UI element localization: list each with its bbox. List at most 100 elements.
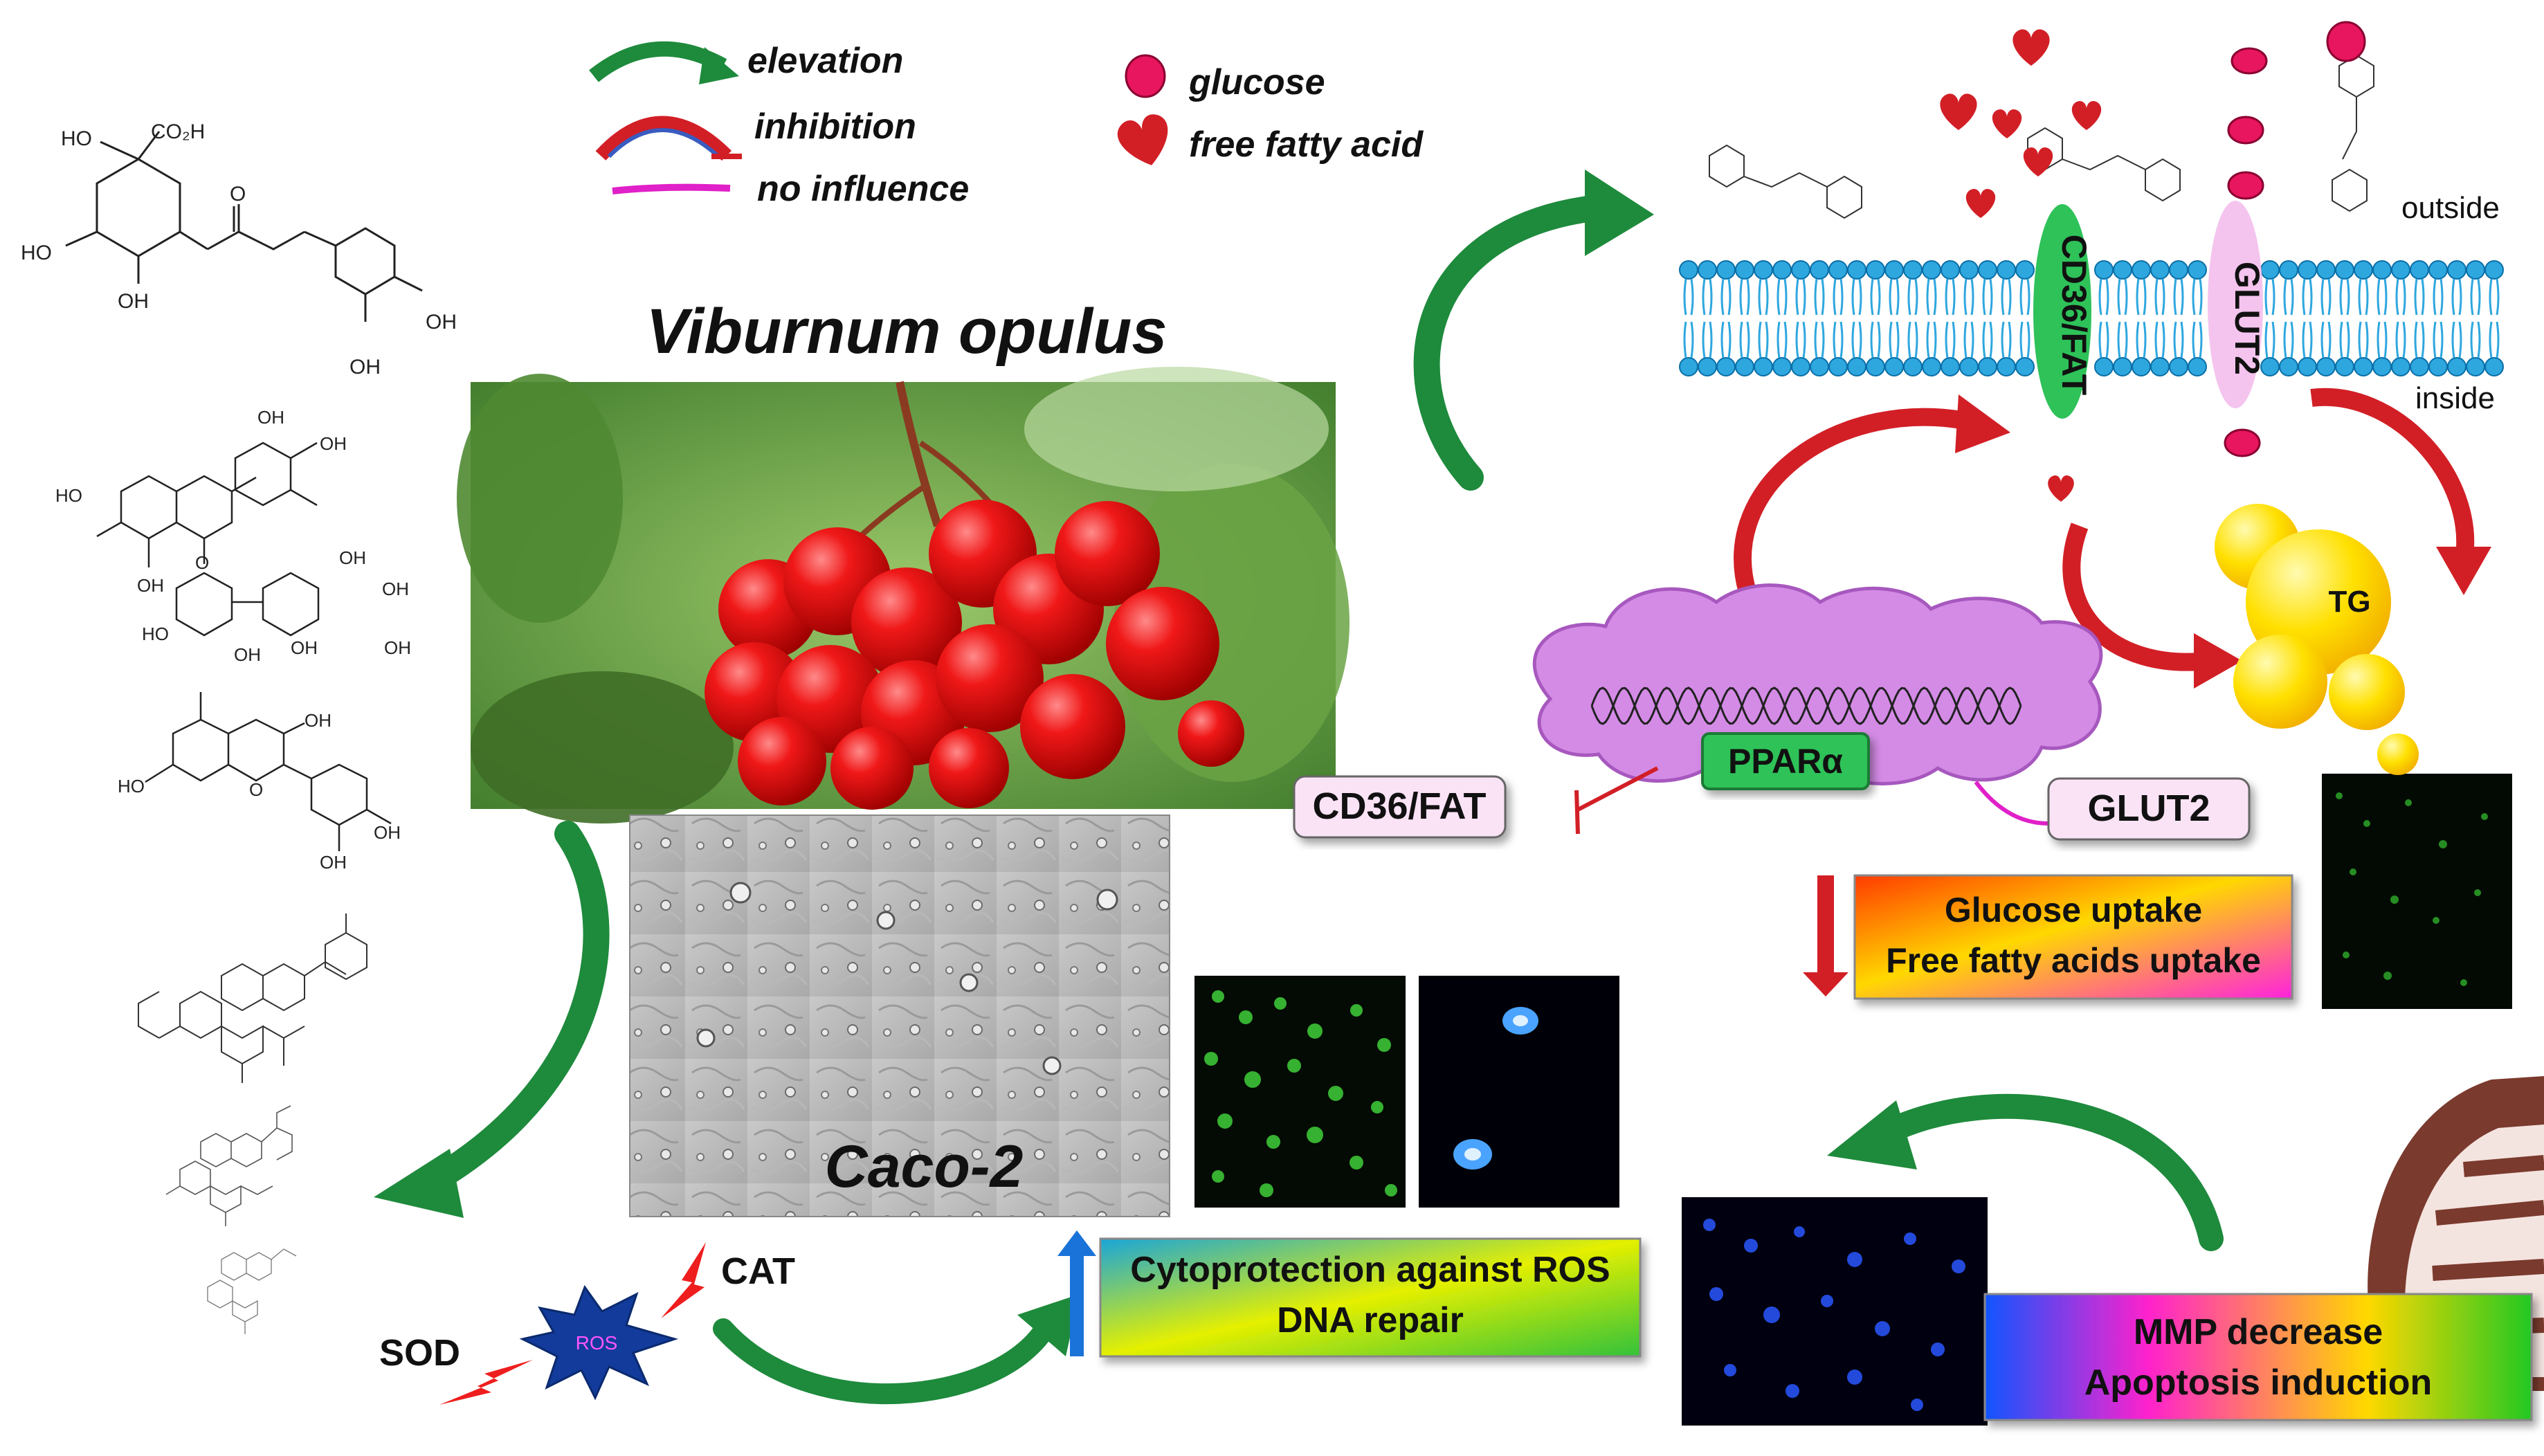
lipid-head <box>2410 260 2429 280</box>
lipid-tail <box>2470 321 2481 358</box>
lightning-cat-icon <box>661 1242 706 1318</box>
lipid-head <box>2094 260 2114 280</box>
legend-elevation-arrowhead <box>699 47 739 84</box>
cytoprotection-line-1: Cytoprotection against ROS <box>1130 1250 1610 1290</box>
legend-inhibition-arc <box>595 116 732 161</box>
lipid-tail <box>2377 278 2388 316</box>
red-arrow-ppar-to-membrane <box>1734 394 2010 594</box>
membrane-molecule-right <box>2332 54 2374 212</box>
triglyceride-droplets <box>2215 504 2419 775</box>
lipid-tail <box>2414 278 2425 316</box>
lipid-tail <box>2264 278 2275 316</box>
lipid-head <box>1679 260 1698 280</box>
lipid-head <box>2335 260 2354 280</box>
outside-label: outside <box>2401 191 2500 225</box>
lipid-head <box>2466 357 2485 376</box>
lipid-tail <box>2302 321 2313 358</box>
lipid-tail <box>1926 278 1937 316</box>
cd36-receptor <box>2033 204 2091 419</box>
cell-membrane <box>1679 260 2504 376</box>
lipid-tail <box>2117 321 2128 358</box>
lipid-head <box>1922 357 1941 376</box>
lipid-head <box>1716 357 1736 376</box>
chem-label: O <box>230 183 246 206</box>
chem-label: OH <box>257 407 284 428</box>
glut2-box-label: GLUT2 <box>2087 788 2210 829</box>
lipid-tail <box>2117 278 2128 316</box>
chem-label: HO <box>142 624 169 644</box>
lipid-tail <box>2173 321 2184 358</box>
green-arrow-to-structures <box>374 821 610 1218</box>
lipid-tail <box>2470 278 2481 316</box>
chem-label: OH <box>426 311 457 334</box>
lipid-head <box>1997 357 2016 376</box>
lipid-tail <box>1720 321 1732 358</box>
cyanidin-glycoside-labels: OH OH HO OH O OH OH HO OH OH OH <box>55 407 411 665</box>
lipid-tail <box>2377 321 2388 358</box>
tg-label: TG <box>2328 585 2370 619</box>
chem-label: OH <box>339 547 366 568</box>
chem-label: CO₂H <box>151 120 205 143</box>
lipid-head <box>2372 357 2392 376</box>
mmp-box <box>1983 1293 2533 1421</box>
chem-label: OH <box>137 575 164 596</box>
lipid-tail <box>1851 278 1862 316</box>
green-arrow-ros-to-cytoprotection <box>713 1294 1080 1405</box>
cytoprotection-increase-arrow <box>1057 1230 1096 1356</box>
chem-label: OH <box>118 290 149 313</box>
lipid-tail <box>2136 278 2147 316</box>
lipid-head <box>2298 260 2317 280</box>
lipid-head <box>1698 260 1717 280</box>
lipid-head <box>1772 260 1792 280</box>
lipid-head <box>2169 357 2188 376</box>
lipid-tail <box>1907 321 1918 358</box>
lipid-head <box>1828 357 1848 376</box>
green-arrow-to-membrane <box>1413 170 1654 491</box>
lipid-head <box>1884 357 1904 376</box>
fluorescence-blue-panel <box>1419 976 1619 1208</box>
lipid-head <box>2188 357 2207 376</box>
lipid-head <box>1791 357 1810 376</box>
chem-label: HO <box>21 242 52 264</box>
lipid-head <box>2279 357 2298 376</box>
lipid-tail <box>1833 278 1844 316</box>
glut2-box <box>2047 777 2251 841</box>
lipid-tail <box>1870 278 1881 316</box>
ppar-inhibits-cd36 <box>1577 766 1659 812</box>
lipid-tail <box>1945 278 1956 316</box>
ppar-box <box>1701 732 1870 790</box>
lipid-head <box>2447 260 2466 280</box>
lipid-head <box>1716 260 1736 280</box>
chem-label: OH <box>320 852 347 873</box>
cytoprotection-box <box>1099 1237 1642 1358</box>
lipid-tail <box>1963 321 1974 358</box>
lipid-tail <box>2339 321 2350 358</box>
lipid-tail <box>1851 321 1862 358</box>
lipid-head <box>2188 260 2207 280</box>
lipid-head <box>1754 357 1773 376</box>
lipid-head <box>1698 357 1717 376</box>
lipid-tail <box>1870 321 1881 358</box>
lipid-head <box>1884 260 1904 280</box>
lipid-tail <box>1907 278 1918 316</box>
lipid-tail <box>2098 321 2109 358</box>
chem-label: OH <box>374 822 401 843</box>
lipid-head <box>1903 357 1923 376</box>
lipid-head <box>1810 260 1829 280</box>
membrane-molecule-center <box>2027 127 2181 202</box>
lipid-tail <box>1814 278 1825 316</box>
lipid-head <box>2447 357 2466 376</box>
lipid-tail <box>2489 278 2500 316</box>
chem-label: OH <box>384 637 411 658</box>
ppar-label: PPARα <box>1728 742 1843 781</box>
lipid-head <box>1941 260 1960 280</box>
legend-no-influence-label: no influence <box>757 169 969 209</box>
chem-label: HO <box>55 485 82 506</box>
cytoprotection-line-2: DNA repair <box>1277 1300 1464 1340</box>
catechin-structure <box>145 692 392 851</box>
lipid-head <box>1772 357 1792 376</box>
lipid-head <box>1735 260 1754 280</box>
ppar-inhibits-cd36-bar <box>1574 790 1580 835</box>
lipid-head <box>2132 260 2151 280</box>
